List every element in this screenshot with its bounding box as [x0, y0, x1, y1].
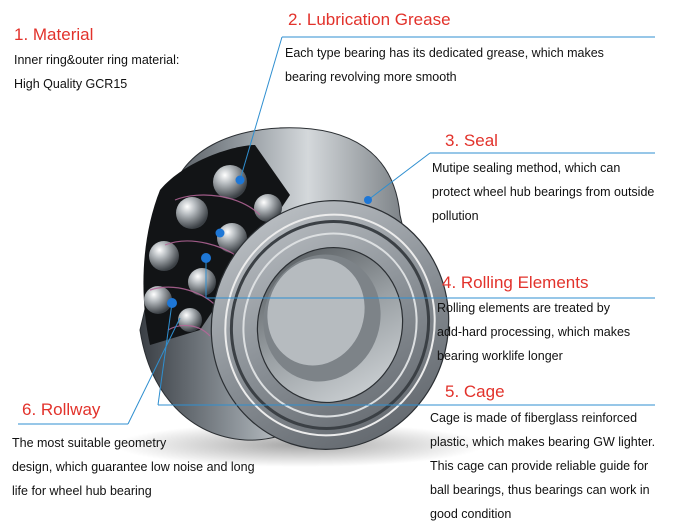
feature-desc-cage: Cage is made of fiberglass reinforced pl…	[430, 411, 656, 521]
leader-lines	[18, 36, 655, 425]
feature-title-material: 1. Material	[14, 25, 94, 44]
feature-title-rollway: 6. Rollway	[22, 400, 101, 419]
feature-desc-material: Inner ring&outer ring material: High Qua…	[14, 53, 180, 91]
feature-desc-rolling-elements: Rolling elements are treated by add-hard…	[437, 301, 631, 363]
feature-title-lubrication: 2. Lubrication Grease	[288, 10, 451, 29]
feature-desc-lubrication: Each type bearing has its dedicated grea…	[285, 46, 604, 84]
leader-dots	[167, 175, 372, 308]
feature-title-cage: 5. Cage	[445, 382, 505, 401]
feature-desc-seal: Mutipe sealing method, which can protect…	[432, 161, 655, 223]
feature-desc-rollway: The most suitable geometry design, which…	[12, 436, 255, 498]
feature-title-rolling-elements: 4. Rolling Elements	[442, 273, 589, 292]
feature-title-seal: 3. Seal	[445, 131, 498, 150]
bearing-front-face	[210, 200, 450, 450]
rolling-element-balls	[144, 165, 282, 332]
